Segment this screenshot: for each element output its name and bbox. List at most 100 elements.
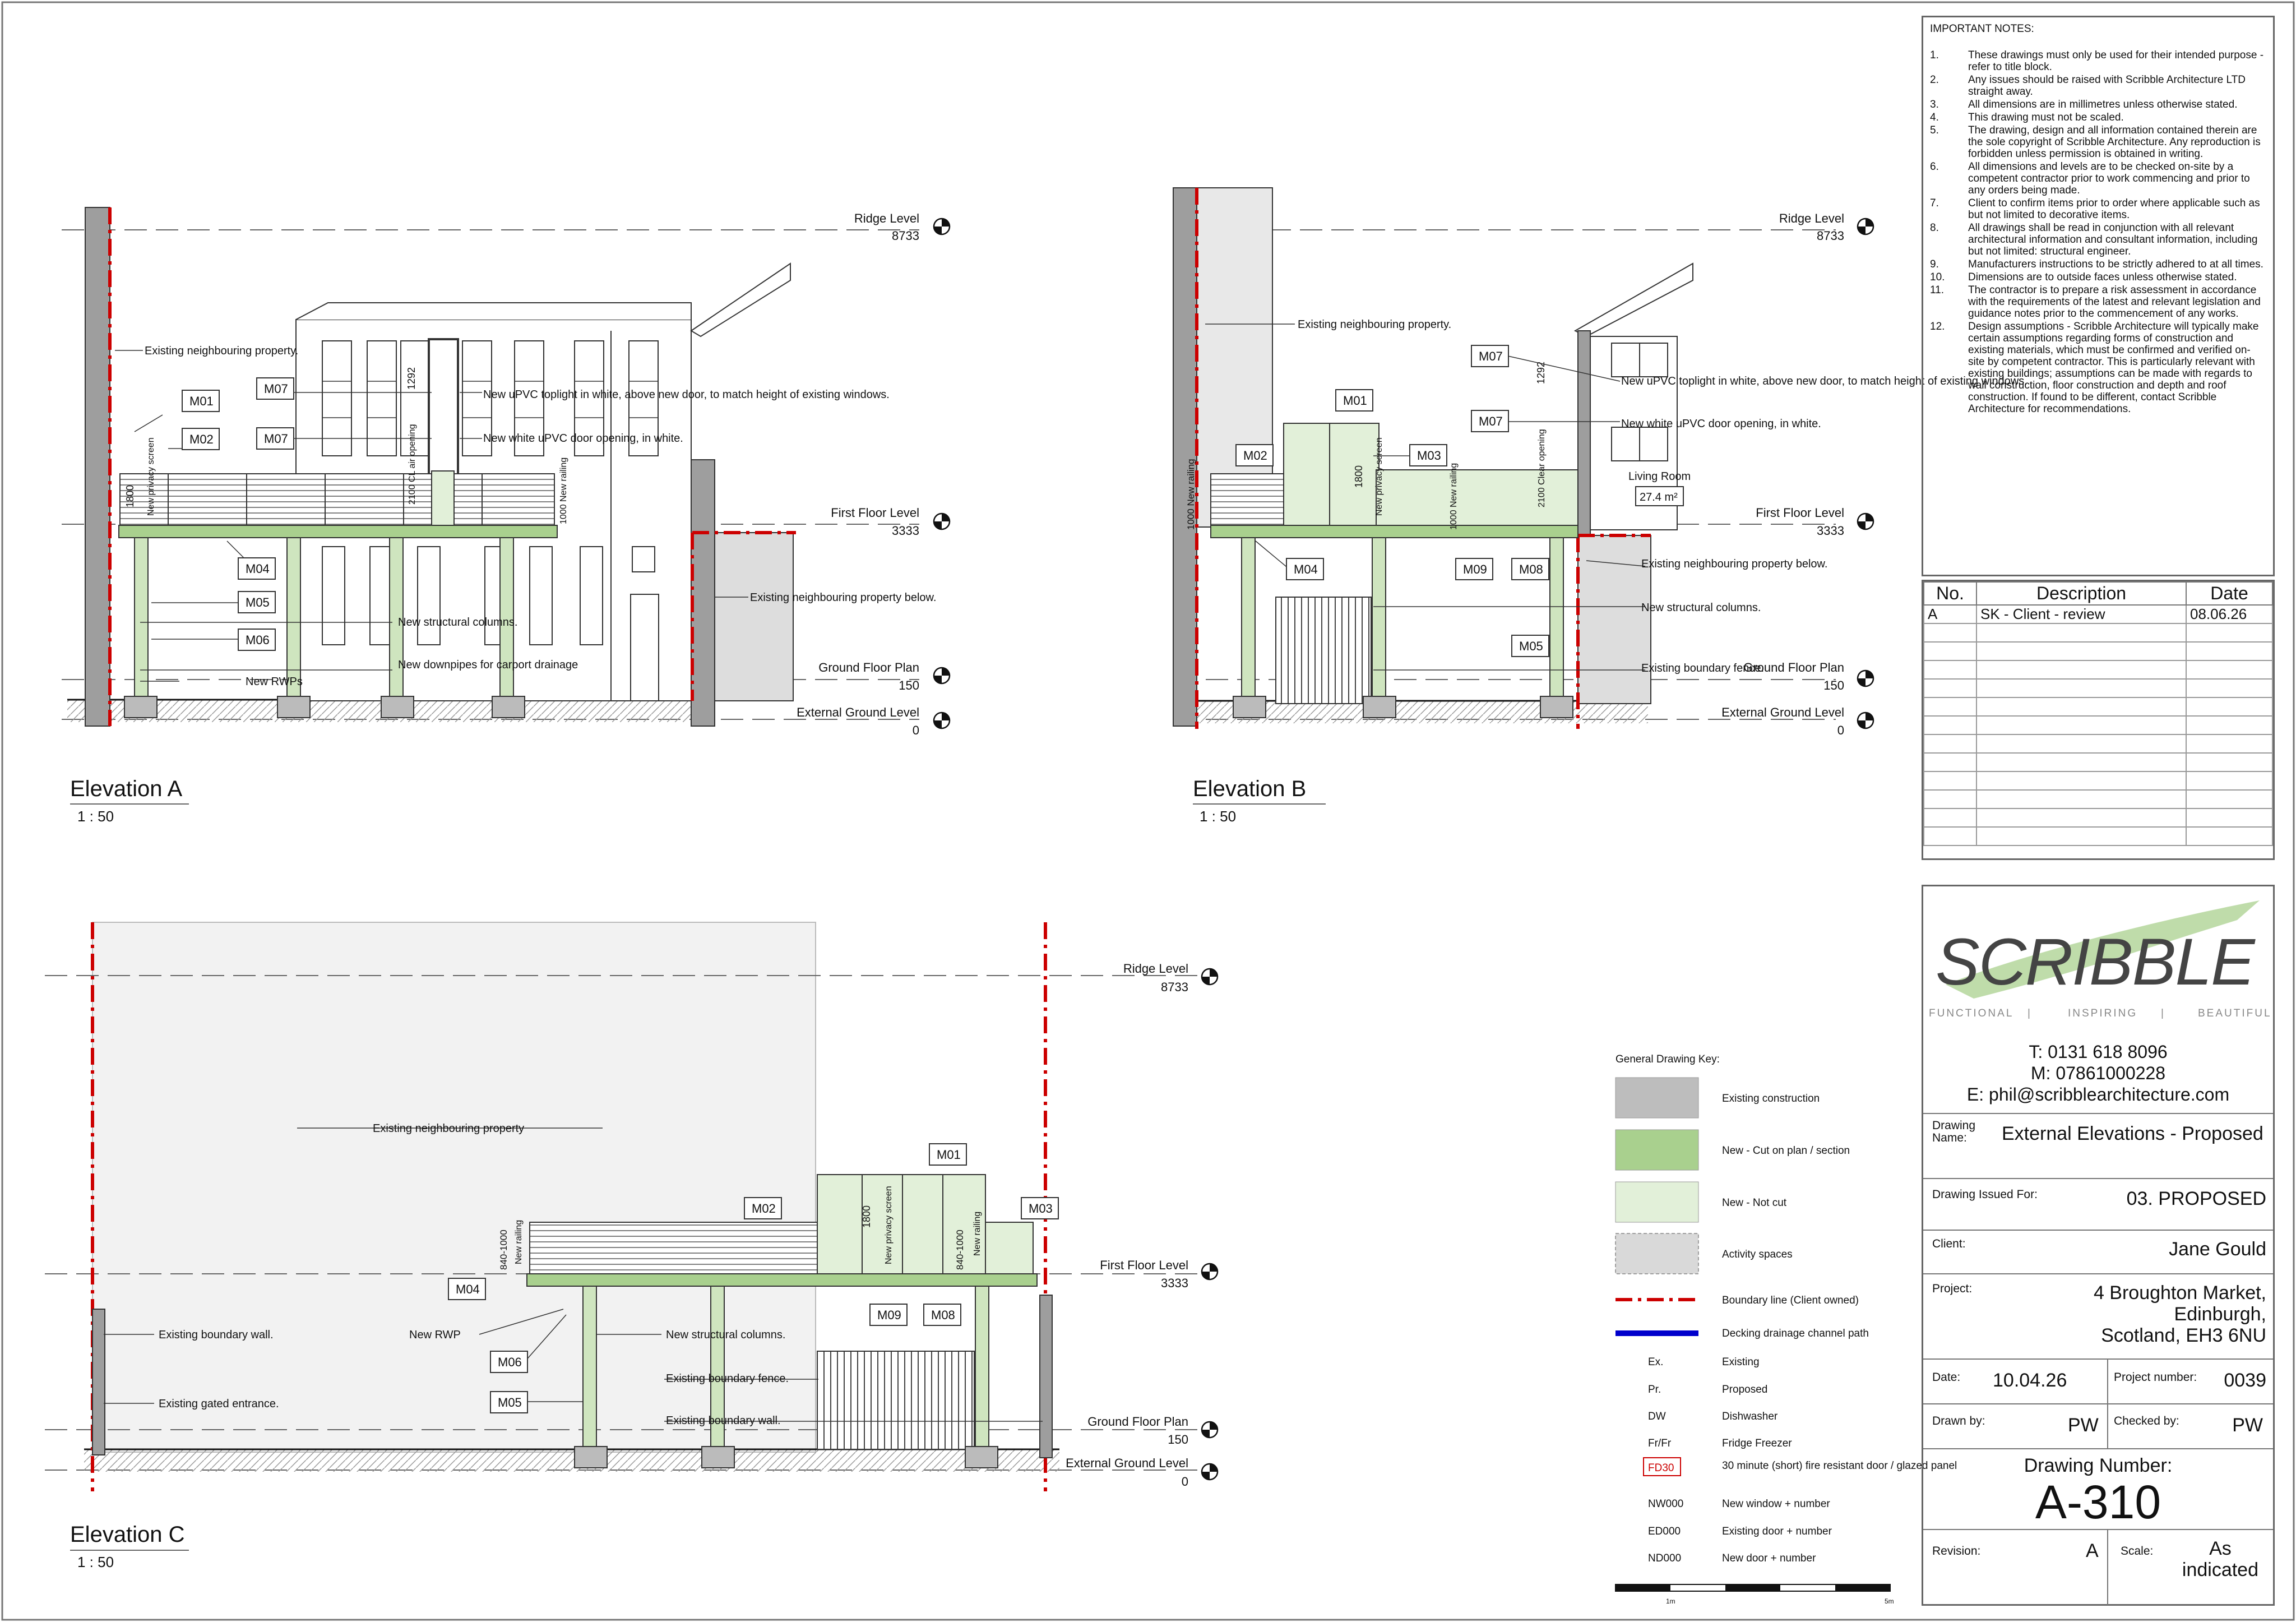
tag-a-m06: M06: [246, 633, 270, 647]
svg-text:New door + number: New door + number: [1722, 1552, 1816, 1564]
note-number: 7.: [1930, 197, 1939, 209]
rev-cell: [1923, 826, 1977, 846]
tag-a-m07-top: M07: [264, 382, 288, 396]
rev-cell: SK - Client - review: [1976, 604, 2187, 624]
svg-text:Ground Floor Plan: Ground Floor Plan: [1087, 1415, 1188, 1429]
svg-text:First Floor Level: First Floor Level: [1100, 1258, 1188, 1272]
notes-heading: IMPORTANT NOTES:: [1930, 23, 2034, 35]
rev-cell: [2186, 623, 2273, 643]
row-project: Project: 4 Broughton Market, Edinburgh, …: [1923, 1273, 2273, 1358]
svg-text:Existing boundary wall.: Existing boundary wall.: [159, 1329, 274, 1341]
elevation-c: M01 M02 M03 M04 M09 M08 M06 M05 840-1000…: [45, 922, 1219, 1570]
svg-text:Ridge Level: Ridge Level: [1123, 962, 1188, 976]
note-item: 1.These drawings must only be used for t…: [1930, 49, 2266, 73]
elevation-b: M07 M07 M01 M02 M03 M04 M09 M08 M05 1000…: [1173, 187, 2027, 825]
table-row: [1923, 826, 2273, 846]
rev-cell: [1923, 641, 1977, 661]
rev-cell: [1976, 808, 2187, 828]
svg-text:27.4 m²: 27.4 m²: [1640, 491, 1678, 503]
elevation-b-title: Elevation B: [1193, 777, 1306, 801]
svg-text:Existing neighbouring property: Existing neighbouring property.: [1298, 318, 1451, 331]
svg-text:M01: M01: [937, 1148, 961, 1162]
svg-text:150: 150: [1168, 1432, 1188, 1447]
rev-cell: [1976, 752, 2187, 772]
svg-text:New privacy screen: New privacy screen: [1374, 437, 1384, 516]
project-line-3: Scotland, EH3 6NU: [2101, 1325, 2266, 1346]
svg-text:New - Not cut: New - Not cut: [1722, 1197, 1787, 1209]
svg-text:New railing: New railing: [514, 1220, 524, 1264]
svg-text:Ridge Level: Ridge Level: [854, 211, 919, 225]
note-item: 3.All dimensions are in millimetres unle…: [1930, 99, 2266, 110]
svg-text:3333: 3333: [1817, 524, 1844, 538]
notes-list: 1.These drawings must only be used for t…: [1930, 49, 2266, 415]
table-row: [1923, 623, 2273, 643]
svg-text:Proposed: Proposed: [1722, 1384, 1767, 1395]
svg-text:1m: 1m: [1666, 1597, 1675, 1605]
svg-text:M09: M09: [877, 1308, 901, 1322]
svg-text:1800: 1800: [1353, 465, 1364, 488]
svg-text:1292: 1292: [406, 367, 417, 390]
rev-cell: [2186, 660, 2273, 680]
note-number: 3.: [1930, 99, 1939, 110]
note-number: 10.: [1930, 271, 1945, 283]
note-number: 5.: [1930, 124, 1939, 136]
svg-text:Existing construction: Existing construction: [1722, 1093, 1820, 1105]
rev-cell: [1976, 641, 2187, 661]
svg-text:1800: 1800: [861, 1205, 872, 1228]
svg-text:1800: 1800: [124, 485, 136, 507]
svg-text:30 minute (short) fire resista: 30 minute (short) fire resistant door / …: [1722, 1460, 1957, 1472]
rev-cell: [1976, 715, 2187, 735]
svg-text:Living Room: Living Room: [1628, 470, 1691, 483]
svg-text:INSPIRING: INSPIRING: [2068, 1008, 2137, 1019]
svg-text:M04: M04: [1294, 562, 1318, 576]
table-row: [1923, 697, 2273, 717]
note-text: Design assumptions - Scribble Architectu…: [1968, 321, 2259, 415]
svg-text:Existing boundary fence.: Existing boundary fence.: [1641, 662, 1764, 674]
rev-cell: 08.06.26: [2186, 604, 2273, 624]
svg-text:Ridge Level: Ridge Level: [1779, 211, 1844, 225]
note-number: 1.: [1930, 49, 1939, 61]
svg-text:3333: 3333: [1161, 1276, 1188, 1290]
tag-a-m07-bottom: M07: [264, 432, 288, 446]
client-name: Jane Gould: [2169, 1239, 2266, 1260]
svg-text:M01: M01: [1343, 394, 1367, 408]
svg-text:Existing boundary wall.: Existing boundary wall.: [666, 1415, 781, 1427]
svg-text:First Floor Level: First Floor Level: [1756, 506, 1844, 520]
rev-cell: [1976, 623, 2187, 643]
svg-text:New structural columns.: New structural columns.: [666, 1329, 785, 1341]
svg-text:Ground Floor Plan: Ground Floor Plan: [1743, 660, 1844, 674]
svg-text:M07: M07: [1479, 414, 1503, 428]
note-item: 4.This drawing must not be scaled.: [1930, 112, 2266, 123]
svg-text:1292: 1292: [1535, 362, 1547, 384]
note-item: 10. Dimensions are to outside faces unles…: [1930, 271, 2266, 283]
note-text: Manufacturers instructions to be strictl…: [1968, 258, 2263, 270]
elevation-c-scale: 1 : 50: [77, 1554, 114, 1570]
svg-text:|: |: [2161, 1008, 2164, 1019]
svg-text:M08: M08: [1519, 562, 1543, 576]
note-a-columns: New structural columns.: [398, 616, 517, 629]
issued-for: 03. PROPOSED: [2126, 1188, 2266, 1209]
rev-cell: [1923, 715, 1977, 735]
rev-cell: [1976, 697, 2187, 717]
note-number: 2.: [1930, 74, 1939, 86]
svg-text:M05: M05: [1519, 639, 1543, 653]
svg-text:8733: 8733: [1161, 980, 1188, 994]
note-text: Dimensions are to outside faces unless o…: [1968, 271, 2237, 283]
svg-text:M03: M03: [1029, 1202, 1053, 1216]
title-block: SCRIBBLE FUNCTIONAL | INSPIRING | BEAUTI…: [1922, 885, 2275, 1606]
svg-text:5m: 5m: [1885, 1597, 1894, 1605]
rev-cell: [1976, 771, 2187, 791]
svg-text:SCRIBBLE: SCRIBBLE: [1936, 925, 2256, 999]
svg-text:M03: M03: [1417, 449, 1441, 463]
note-number: 8.: [1930, 222, 1939, 234]
contact-phone: T: 0131 618 8096: [2029, 1042, 2168, 1062]
scribble-logo: SCRIBBLE FUNCTIONAL | INSPIRING | BEAUTI…: [1929, 900, 2270, 1019]
rev-cell: [1923, 734, 1977, 754]
svg-text:0: 0: [1182, 1475, 1188, 1489]
note-number: 12.: [1930, 321, 1945, 332]
svg-text:New - Cut on plan / section: New - Cut on plan / section: [1722, 1145, 1850, 1157]
svg-text:New white uPVC door opening, i: New white uPVC door opening, in white.: [1621, 418, 1821, 430]
note-a-door: New white uPVC door opening, in white.: [483, 432, 683, 445]
